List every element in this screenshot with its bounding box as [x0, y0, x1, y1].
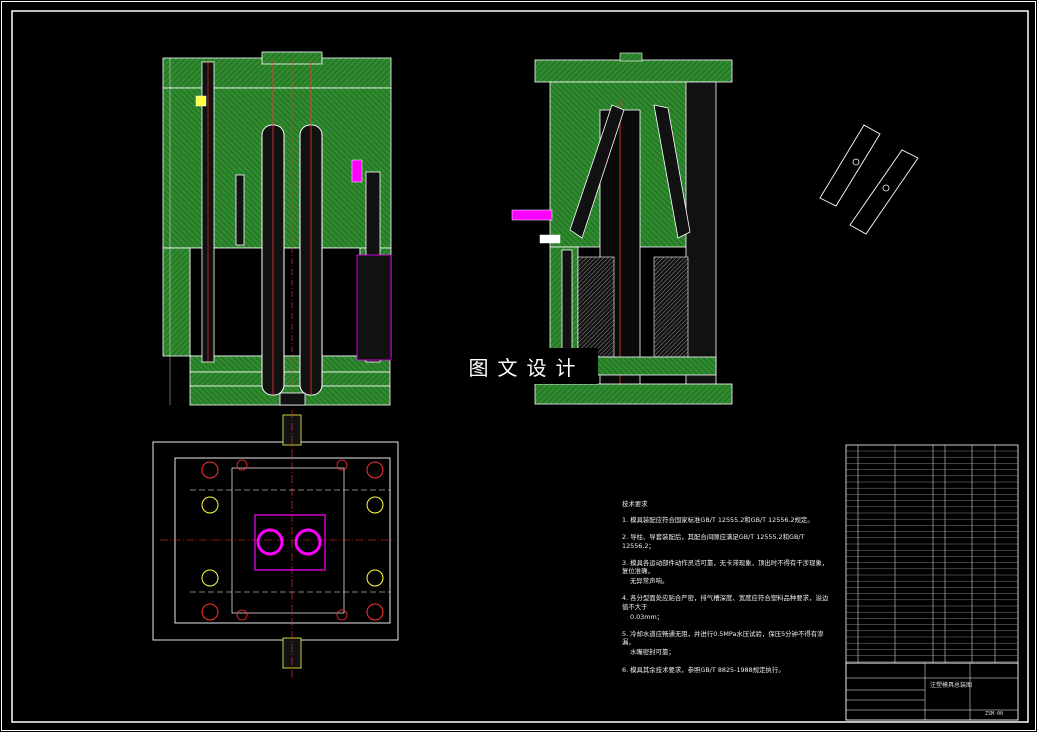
- side-locating-block: [619, 52, 643, 62]
- side-section-view: [511, 52, 733, 405]
- side-water-connector: [511, 209, 553, 221]
- side-top-plate: [534, 59, 733, 83]
- side-water-connector-2: [539, 234, 561, 244]
- side-gray-block-left: [577, 256, 615, 358]
- plan-bolts: [201, 459, 384, 621]
- notes-line: 5. 冷却水道应畅通无阻，并进行0.5MPa水压试验，保压5分钟不得有渗漏，: [622, 630, 824, 647]
- notes-title: 技术要求: [622, 500, 648, 508]
- plan-cavity-right: [294, 528, 322, 556]
- plan-cavity-left: [256, 528, 284, 556]
- notes-line: 6. 模具其余技术要求，参照GB/T 8825-1988规定执行。: [622, 665, 785, 674]
- part-1: [819, 124, 881, 207]
- notes-lines: 1. 模具装配应符合国家标准GB/T 12555.2和GB/T 12556.2规…: [622, 516, 832, 674]
- plan-cavity-area: [231, 467, 345, 614]
- side-gray-block-right: [653, 256, 689, 358]
- inner-frame: [11, 10, 1029, 723]
- side-right-wall: [685, 81, 717, 393]
- notes-line: 4. 各分型面处应贴合严密，排气槽深度、宽度应符合塑料品种要求，溢边值不大于: [622, 594, 829, 611]
- plan-body: [174, 457, 391, 624]
- side-angled-lifter-left: [569, 104, 625, 239]
- bom-table: [845, 444, 1019, 664]
- front-ejector-retainer: [189, 371, 391, 387]
- front-screw: [195, 95, 207, 107]
- front-small-pin: [235, 174, 245, 246]
- notes-line: 水嘴密封可靠；: [630, 648, 675, 657]
- plan-outer-plate: [152, 441, 399, 641]
- front-left-spacer: [162, 247, 191, 357]
- drawing-number: ZSM-00: [985, 711, 1004, 717]
- title-block: [845, 662, 1019, 721]
- plan-runner: [254, 514, 326, 571]
- part-2: [849, 149, 919, 235]
- notes-line: 1. 模具装配应符合国家标准GB/T 12555.2和GB/T 12556.2规…: [622, 516, 814, 525]
- side-bottom-plate: [534, 383, 733, 405]
- front-section-view: [162, 51, 392, 406]
- part-isometric: [819, 124, 919, 235]
- bom-rows: [846, 450, 1018, 662]
- front-cooling-nipple: [351, 159, 363, 183]
- notes-line: 无异常声响。: [630, 577, 669, 586]
- technical-notes: 技术要求 1. 模具装配应符合国家标准GB/T 12555.2和GB/T 125…: [622, 500, 832, 683]
- front-center-bottom: [279, 392, 306, 406]
- watermark-label: 图文设计: [455, 348, 598, 384]
- plan-view: [152, 410, 399, 680]
- drawing-title: 注塑模具总装图: [930, 682, 973, 689]
- notes-line: 0.03mm；: [630, 612, 664, 621]
- notes-line: 3. 模具各运动部件动作灵活可靠，无卡滞现象，顶出时不得有干涉现象，复位准确，: [622, 558, 829, 576]
- front-spring: [356, 254, 392, 361]
- notes-line: 2. 导柱、导套装配后，其配合间隙应满足GB/T 12555.2和GB/T 12…: [622, 533, 805, 550]
- side-angled-lifter-right: [653, 104, 691, 239]
